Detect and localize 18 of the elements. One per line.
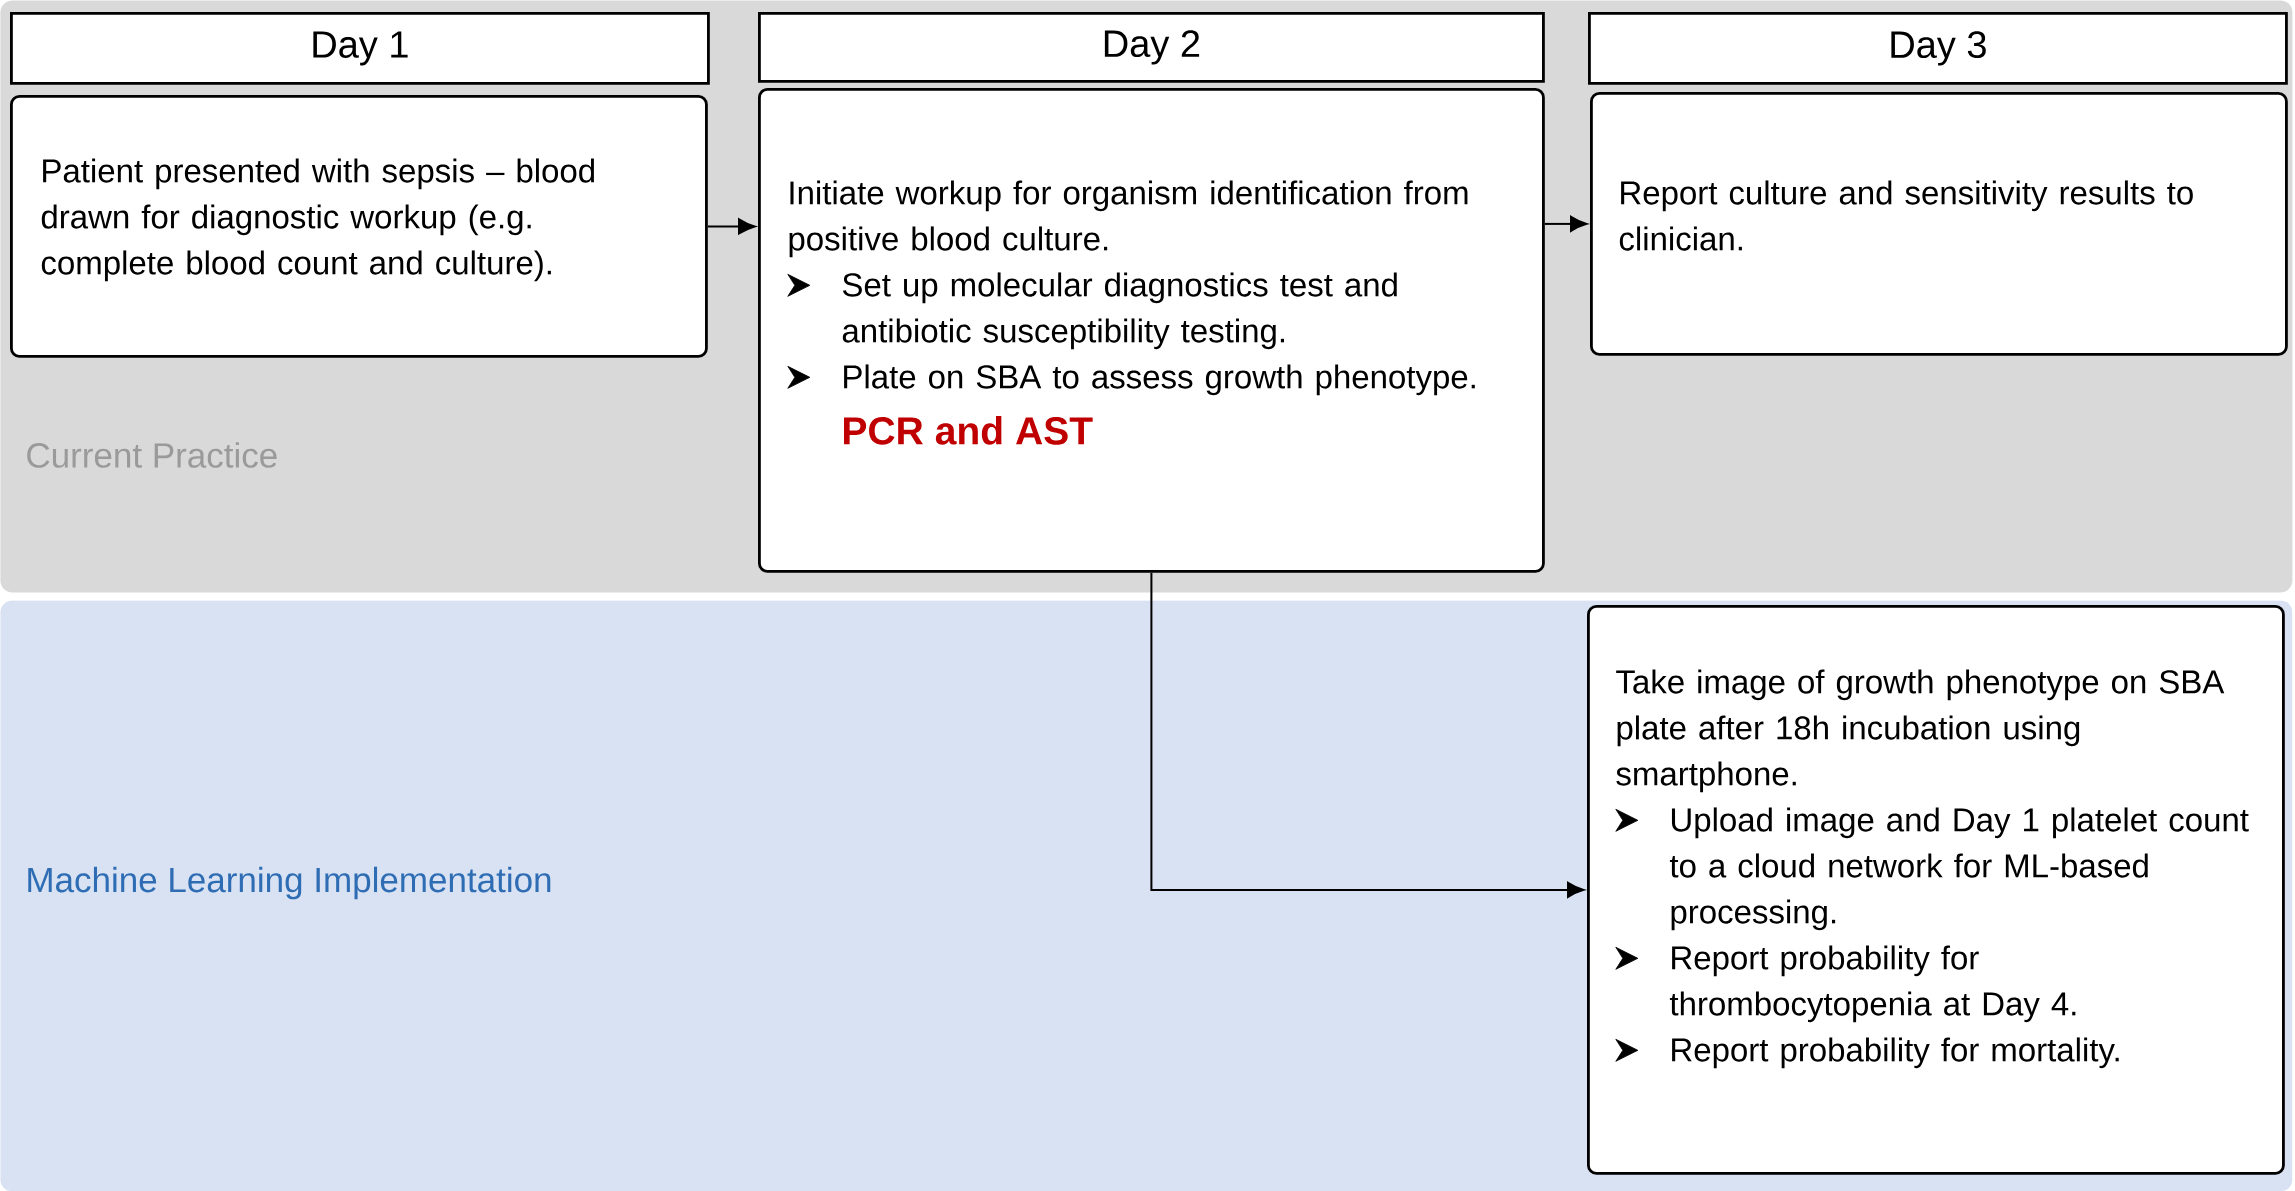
highlight-text: PCR and AST bbox=[844, 416, 1093, 445]
day-header: Day 3 bbox=[1588, 12, 2288, 85]
bullet-item: Set up molecular diagnostics test and antibiotic susceptibility testing. bbox=[842, 272, 1397, 350]
bullet-item: Report probability for mortality. bbox=[1672, 1037, 2119, 1069]
box-text: Report culture and sensitivity results to clinician. bbox=[1619, 180, 2193, 251]
arrow bbox=[1150, 571, 1585, 898]
box-text: Take image of growth phenotype on SBA plate after 18h incubation using smartphone. bbox=[1616, 669, 2225, 793]
bullet-item: Upload image and Day 1 platelet count to a cloud network for ML-based processing. bbox=[1669, 807, 2249, 931]
bullet-item: Plate on SBA to assess growth phenotype. bbox=[844, 364, 1475, 396]
band-title: Machine Learning Implementation bbox=[28, 866, 551, 900]
day-header: Day 2 bbox=[758, 12, 1545, 83]
box-text: Patient presented with sepsis – blood drawn for diagnostic workup (e.g. complete blood count and culture). bbox=[41, 158, 594, 282]
box-text: Initiate workup for organism identification from positive blood culture. bbox=[789, 180, 1468, 258]
arrow bbox=[706, 218, 756, 235]
band-title: Current Practice bbox=[27, 442, 277, 468]
bullet-item: Report probability for thrombocytopenia at Day 4. bbox=[1669, 945, 2076, 1023]
arrow bbox=[1543, 215, 1588, 232]
day-header: Day 1 bbox=[10, 12, 710, 85]
